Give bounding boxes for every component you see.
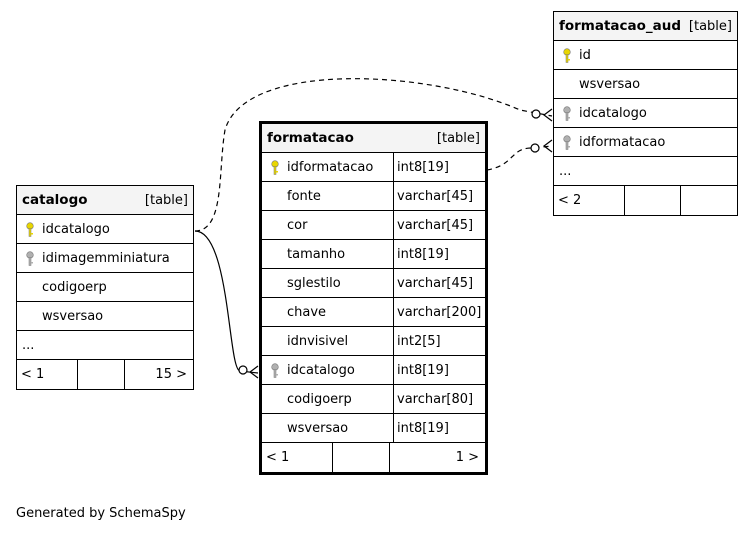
column-name: chave: [287, 304, 327, 320]
children-count[interactable]: 1 >: [455, 450, 479, 465]
generated-by-caption: Generated by SchemaSpy: [16, 506, 186, 521]
children-count[interactable]: 15 >: [155, 367, 187, 382]
link-end-zero: [531, 109, 541, 119]
foreign-key-icon: [562, 135, 572, 151]
footer-spacer: [77, 360, 125, 389]
column-name: id: [579, 47, 591, 63]
column-name: codigoerp: [287, 391, 352, 407]
column-type: int8[19]: [393, 153, 449, 181]
primary-key-icon: [25, 222, 35, 238]
column-type: varchar[45]: [393, 182, 473, 210]
more-columns: ...: [17, 331, 193, 360]
column-name: idcatalogo: [287, 362, 355, 378]
table-footer: < 2: [554, 186, 737, 215]
table-header: formatacao_aud [table]: [554, 12, 737, 41]
link-catalogo-formatacao: [194, 230, 259, 374]
table-footer: < 1 1 >: [262, 443, 485, 472]
column-row[interactable]: idnvisivel int2[5]: [262, 327, 485, 356]
column-name: tamanho: [287, 246, 346, 262]
table-kind: [table]: [436, 130, 480, 146]
footer-spacer: [624, 186, 681, 215]
table-header: catalogo [table]: [17, 186, 193, 215]
footer-spacer: [332, 443, 390, 472]
primary-key-icon: [562, 48, 572, 64]
column-row[interactable]: chave varchar[200]: [262, 298, 485, 327]
column-name: idformatacao: [579, 134, 666, 150]
column-type: varchar[200]: [393, 298, 481, 326]
table-header: formatacao [table]: [262, 124, 485, 153]
column-type: varchar[80]: [393, 385, 473, 413]
column-row[interactable]: wsversao: [554, 70, 737, 99]
column-type: int8[19]: [393, 414, 449, 442]
foreign-key-icon: [270, 363, 280, 379]
column-name: idimagemminiatura: [42, 250, 170, 266]
column-row[interactable]: wsversao int8[19]: [262, 414, 485, 443]
foreign-key-icon: [562, 106, 572, 122]
column-name: wsversao: [42, 308, 104, 324]
column-name: wsversao: [579, 76, 641, 92]
column-row[interactable]: idcatalogo: [554, 99, 737, 128]
table-kind: [table]: [144, 192, 188, 208]
column-type: int8[19]: [393, 356, 449, 384]
column-type: varchar[45]: [393, 269, 473, 297]
table-name: catalogo: [22, 192, 88, 208]
column-name: sglestilo: [287, 275, 341, 291]
column-row[interactable]: codigoerp: [17, 273, 193, 302]
column-row[interactable]: idcatalogo: [17, 215, 193, 244]
column-row[interactable]: idimagemminiatura: [17, 244, 193, 273]
column-type: int8[19]: [393, 240, 449, 268]
table-name: formatacao_aud: [559, 18, 682, 34]
column-row[interactable]: idformatacao int8[19]: [262, 153, 485, 182]
column-row[interactable]: tamanho int8[19]: [262, 240, 485, 269]
column-type: varchar[45]: [393, 211, 473, 239]
table-name: formatacao: [267, 130, 354, 146]
foreign-key-icon: [25, 251, 35, 267]
more-columns: ...: [554, 157, 737, 186]
parents-count[interactable]: < 1: [266, 450, 290, 465]
column-type: int2[5]: [393, 327, 441, 355]
table-catalogo[interactable]: catalogo [table] idcatalogo idimagemminia…: [16, 185, 194, 390]
link-end-crowfoot: [249, 365, 259, 379]
column-name: idcatalogo: [42, 221, 110, 237]
parents-count[interactable]: < 1: [21, 367, 45, 382]
column-row[interactable]: fonte varchar[45]: [262, 182, 485, 211]
column-list: idformatacao int8[19] fonte varchar[45] cor v…: [262, 153, 485, 443]
table-kind: [table]: [688, 18, 732, 34]
column-name: idformatacao: [287, 159, 374, 175]
link-formatacao-formatacao-aud: [486, 145, 553, 171]
column-row[interactable]: codigoerp varchar[80]: [262, 385, 485, 414]
column-list: idcatalogo idimagemminiatura codigoerp wsve…: [17, 215, 193, 331]
column-name: idnvisivel: [287, 333, 349, 349]
column-row[interactable]: sglestilo varchar[45]: [262, 269, 485, 298]
column-row[interactable]: cor varchar[45]: [262, 211, 485, 240]
link-end-crowfoot: [543, 139, 553, 153]
link-end-zero: [530, 143, 540, 153]
column-list: id wsversao idcatalogo idformatacao: [554, 41, 737, 157]
children-count[interactable]: [681, 186, 737, 215]
column-name: cor: [287, 217, 308, 233]
column-name: idcatalogo: [579, 105, 647, 121]
link-end-zero: [238, 365, 248, 375]
column-name: codigoerp: [42, 279, 107, 295]
column-name: wsversao: [287, 420, 349, 436]
link-end-crowfoot: [543, 108, 553, 122]
column-row[interactable]: id: [554, 41, 737, 70]
column-name: fonte: [287, 188, 321, 204]
parents-count[interactable]: < 2: [558, 193, 582, 208]
column-row[interactable]: idcatalogo int8[19]: [262, 356, 485, 385]
column-row[interactable]: wsversao: [17, 302, 193, 331]
link-catalogo-formatacao-aud: [194, 78, 553, 232]
primary-key-icon: [270, 160, 280, 176]
column-row[interactable]: idformatacao: [554, 128, 737, 157]
table-formatacao-aud[interactable]: formatacao_aud [table] id wsversao idcatal…: [553, 11, 738, 216]
table-footer: < 1 15 >: [17, 360, 193, 389]
